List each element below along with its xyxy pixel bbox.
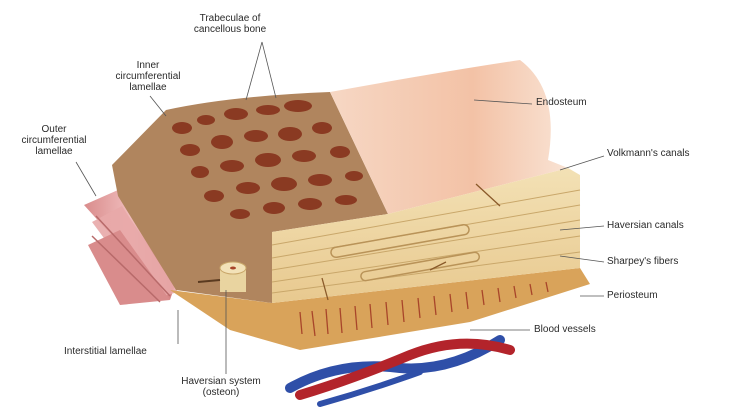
haversian-system-osteon [220, 262, 246, 292]
label-sharpeys-fibers: Sharpey's fibers [607, 256, 678, 267]
label-endosteum: Endosteum [536, 97, 587, 108]
blood-vessels [290, 340, 510, 404]
label-inner-lamellae: Inner circumferential lamellae [100, 60, 196, 93]
label-volkmanns-canals: Volkmann's canals [607, 148, 690, 159]
label-interstitial-lamellae: Interstitial lamellae [64, 346, 147, 357]
label-trabeculae: Trabeculae of cancellous bone [170, 13, 290, 35]
label-blood-vessels: Blood vessels [534, 324, 596, 335]
label-outer-lamellae: Outer circumferential lamellae [8, 124, 100, 157]
label-periosteum: Periosteum [607, 290, 658, 301]
label-haversian-system: Haversian system (osteon) [156, 376, 286, 398]
label-haversian-canals: Haversian canals [607, 220, 684, 231]
